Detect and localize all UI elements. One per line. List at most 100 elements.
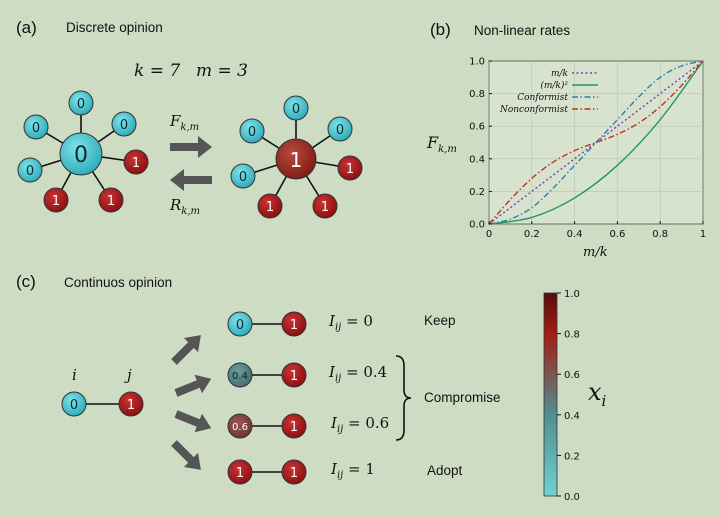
outcome-keep-pair: 0 1 [227,311,307,337]
legend-label: Conformist [517,93,568,103]
source-pair: 0 1 [61,391,144,417]
legend-label: m/k [551,69,568,79]
legend-label: Nonconformist [499,105,568,115]
svg-text:1: 1 [290,420,298,435]
param-k: k = 7 [134,61,181,81]
colorbar-tick-label: 0.8 [564,330,580,341]
y-tick-label: 0.0 [469,220,485,231]
colorbar-tick-label: 0.2 [564,451,580,462]
right-neighbor-node: 1 [257,193,283,219]
compromise-brace [395,355,412,441]
svg-text:1: 1 [127,398,135,413]
backward-arrow [170,169,212,191]
y-tick-label: 0.6 [469,122,485,133]
param-m: m = 3 [196,61,248,81]
y-tick-label: 0.8 [469,89,485,100]
svg-text:0.4: 0.4 [232,371,248,382]
forward-rate-label: Fk,m [170,112,200,133]
svg-text:0: 0 [32,121,40,136]
y-tick-label: 0.4 [469,154,485,165]
right-neighbor-node: 1 [337,155,363,181]
x-tick-label: 0.2 [524,229,540,240]
svg-text:0: 0 [239,170,247,185]
right-neighbor-node: 1 [312,193,338,219]
keep-label: Keep [424,313,456,328]
chart-ylabel: Fk,m [427,133,457,156]
right-star-network: 1 0 0 0 0 1 1 1 [230,95,363,219]
compromise-label: Compromise [424,390,501,405]
interaction-equation: Iij = 0 [329,312,373,333]
left-neighbor-node: 1 [123,149,149,175]
svg-text:1: 1 [107,194,115,209]
node-j-label: j [127,366,132,384]
left-center-node: 0 [59,132,103,176]
colorbar-ticks [557,292,561,497]
legend-label: (m/k)² [540,80,568,91]
svg-text:1: 1 [346,162,354,177]
node-i-label: i [72,366,77,384]
panel-a-letter: (a) [16,18,37,37]
series-line [488,60,704,225]
adopt-label: Adopt [427,463,463,478]
series-line [488,60,704,225]
svg-text:1: 1 [290,148,303,172]
interaction-equation: Iij = 0.4 [329,363,388,384]
svg-text:1: 1 [321,200,329,215]
svg-text:0: 0 [26,164,34,179]
branch-arrows [171,335,212,470]
x-tick-label: 1 [700,229,706,240]
forward-arrow [170,136,212,158]
svg-text:0: 0 [77,97,85,112]
svg-text:0: 0 [336,123,344,138]
x-tick-label: 0.8 [652,229,668,240]
chart-grid [488,60,704,225]
panel-b-title: Non-linear rates [474,23,571,38]
panel-c-letter: (c) [16,272,36,291]
panel-a-title: Discrete opinion [66,20,163,35]
interaction-equation: Iij = 1 [331,460,375,481]
y-tick-label: 1.0 [469,57,485,68]
left-neighbor-node: 0 [17,157,43,183]
colorbar-tick-label: 0.6 [564,370,580,381]
colorbar-tick-label: 0.4 [564,411,580,422]
right-neighbor-node: 0 [327,116,353,142]
chart-xlabel: m/k [583,245,608,260]
svg-text:0: 0 [248,125,256,140]
svg-text:1: 1 [266,200,274,215]
right-neighbor-node: 0 [239,118,265,144]
interaction-equation: Iij = 0.6 [331,414,390,435]
right-center-node: 1 [275,138,317,180]
outcome-compromise-06-pair: 0.6 1 [227,413,307,439]
panel-b-letter: (b) [430,20,451,39]
left-neighbor-node: 0 [23,114,49,140]
svg-text:1: 1 [132,156,140,171]
series-line [488,60,704,225]
chart-series [488,60,704,225]
svg-text:0: 0 [70,398,78,413]
svg-text:1: 1 [236,466,244,481]
svg-text:1: 1 [290,318,298,333]
right-neighbor-node: 0 [283,95,309,121]
left-neighbor-node: 1 [43,187,69,213]
x-tick-label: 0.6 [609,229,625,240]
svg-text:0: 0 [292,102,300,117]
svg-text:0: 0 [120,118,128,133]
svg-text:0.6: 0.6 [232,422,248,433]
left-neighbor-node: 1 [98,187,124,213]
colorbar-tick-label: 0.0 [564,492,580,503]
svg-text:1: 1 [290,466,298,481]
outcome-compromise-04-pair: 0.4 1 [227,362,307,388]
x-tick-label: 0.4 [567,229,583,240]
svg-text:1: 1 [290,369,298,384]
chart-ticks: 00.00.20.20.40.40.60.60.80.811.0 [469,57,706,241]
panel-c-title: Continuos opinion [64,275,173,290]
colorbar-tick-label: 1.0 [564,289,580,300]
svg-text:0: 0 [74,143,88,168]
y-tick-label: 0.2 [469,187,485,198]
left-neighbor-node: 0 [111,111,137,137]
backward-rate-label: Rk,m [170,196,201,217]
svg-text:0: 0 [236,318,244,333]
